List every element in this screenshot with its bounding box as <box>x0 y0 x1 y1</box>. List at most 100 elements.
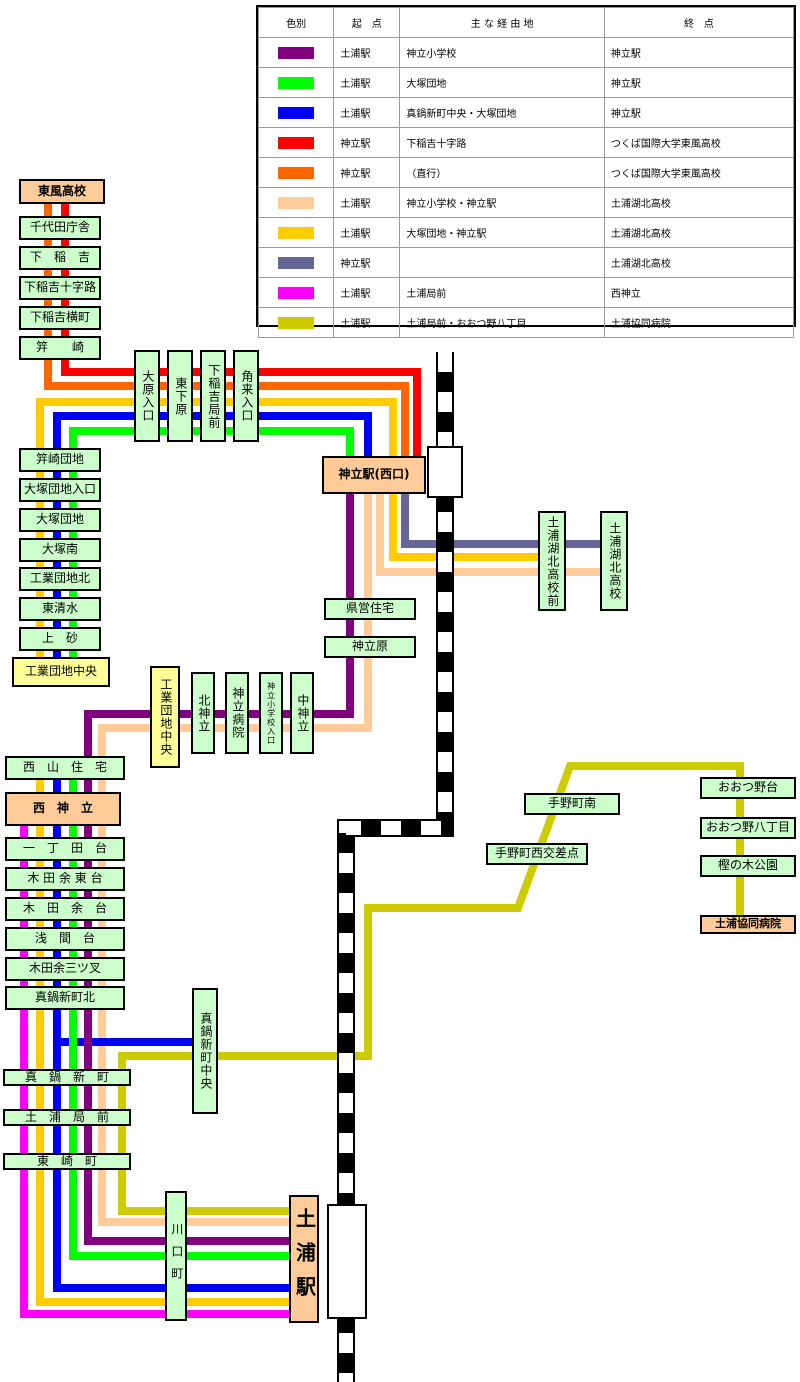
legend-color-swatch <box>278 166 315 179</box>
legend-swatch-cell <box>257 157 335 188</box>
legend-swatch-cell <box>257 127 335 158</box>
legend-origin: 神立駅 <box>333 247 401 278</box>
station-manabe-shinmachi-kita: 真鍋新町北 <box>5 986 125 1010</box>
station-naka-kandatsu: 中神立 <box>290 672 314 754</box>
legend-color-swatch <box>278 76 315 89</box>
legend-color-swatch <box>278 196 315 209</box>
station-koufu-koko: 東風高校 <box>19 179 105 204</box>
legend-via: 土浦局前・おおつ野八丁目 <box>399 307 605 338</box>
legend-via: 神立小学校・神立駅 <box>399 187 605 218</box>
legend-via: 大塚団地・神立駅 <box>399 217 605 248</box>
station-kitaamari-mitsumata: 木田余三ツ叉 <box>5 957 125 981</box>
legend-swatch-cell <box>257 67 335 98</box>
legend-dest: 神立駅 <box>603 67 795 98</box>
legend-row: 土浦駅大塚団地神立駅 <box>257 67 795 98</box>
legend-origin: 土浦駅 <box>333 97 401 128</box>
station-chiyoda-chosha: 千代田庁舎 <box>19 216 101 240</box>
station-sengen-dai: 浅 間 台 <box>5 927 125 951</box>
legend-color-swatch <box>278 226 315 239</box>
route-line-yellow-bottom <box>36 780 289 1306</box>
station-kasazaki: 笄 崎 <box>19 336 101 360</box>
legend-color-swatch <box>278 46 315 59</box>
route-line-yellow-kohoku <box>389 494 538 561</box>
legend-dest: 西神立 <box>603 277 795 308</box>
route-line-olive-end <box>118 1195 289 1215</box>
station-otsuno-dai: おおつ野台 <box>700 777 796 799</box>
station-manabe-shinmachi: 真 鍋 新 町 <box>3 1069 131 1086</box>
station-higashi-shimohara: 東下原 <box>167 350 193 442</box>
legend-origin: 土浦駅 <box>333 67 401 98</box>
legend-color-swatch <box>278 316 315 329</box>
station-shimoinayoshi: 下 稲 吉 <box>19 246 101 270</box>
legend-dest: 神立駅 <box>603 97 795 128</box>
legend-dest: 土浦湖北高校 <box>603 247 795 278</box>
station-higashi-shimizu: 東清水 <box>19 597 101 621</box>
legend-dest: 土浦協同病院 <box>603 307 795 338</box>
station-kogyo-danchi-kita: 工業団地北 <box>19 567 101 591</box>
legend-origin: 土浦駅 <box>333 187 401 218</box>
legend-header-color: 色別 <box>257 7 335 38</box>
legend-dest: 神立駅 <box>603 37 795 68</box>
station-shimoinayoshi-yokomachi: 下稲吉横町 <box>19 306 101 330</box>
station-kohoku-koko: 土浦湖北高校 <box>600 511 628 611</box>
station-kamisuna: 上 砂 <box>19 627 101 651</box>
station-kandatsu-west-exit: 神立駅(西口) <box>322 456 426 494</box>
legend-row: 神立駅 土浦湖北高校 <box>257 247 795 278</box>
station-tsunoki-iriguchi: 角来入口 <box>233 350 259 442</box>
station-nishi-kandatsu: 西 神 立 <box>5 792 121 826</box>
legend-dest: 土浦湖北高校 <box>603 217 795 248</box>
station-kitaamari-dai: 木 田 余 台 <box>5 897 125 921</box>
station-higashizaki-cho: 東 崎 町 <box>3 1153 131 1170</box>
legend-row: 土浦駅大塚団地・神立駅土浦湖北高校 <box>257 217 795 248</box>
station-itchoda-dai: 一 丁 田 台 <box>5 837 125 861</box>
legend-header-dest: 終 点 <box>603 7 795 38</box>
legend-header-origin: 起 点 <box>333 7 401 38</box>
legend-swatch-cell <box>257 37 335 68</box>
kandatsu-station-platform <box>427 446 463 498</box>
legend-row: 土浦駅土浦局前・おおつ野八丁目土浦協同病院 <box>257 307 795 338</box>
legend-origin: 土浦駅 <box>333 307 401 338</box>
station-kasazaki-danchi: 笄崎団地 <box>19 448 101 472</box>
legend-via: 神立小学校 <box>399 37 605 68</box>
station-shimoinayoshi-kyokumae: 下稲吉局前 <box>200 350 226 442</box>
legend-origin: 土浦駅 <box>333 217 401 248</box>
legend-dest: つくば国際大学東風高校 <box>603 127 795 158</box>
legend-row: 土浦駅真鍋新町中央・大塚団地神立駅 <box>257 97 795 128</box>
legend-swatch-cell <box>257 217 335 248</box>
station-kogyo-danchi-chuo: 工業団地中央 <box>12 657 110 687</box>
legend-via: （直行） <box>399 157 605 188</box>
legend-swatch-cell <box>257 307 335 338</box>
legend-row: 神立駅下稲吉十字路つくば国際大学東風高校 <box>257 127 795 158</box>
legend-origin: 神立駅 <box>333 157 401 188</box>
legend-via <box>399 247 605 278</box>
station-otsuka-danchi: 大塚団地 <box>19 508 101 532</box>
legend-row: 土浦駅神立小学校・神立駅土浦湖北高校 <box>257 187 795 218</box>
route-line-green-top <box>69 427 354 687</box>
legend-table: 色別 起 点 主 な 経 由 地 終 点 土浦駅神立小学校神立駅土浦駅大塚団地神… <box>256 5 796 338</box>
legend-origin: 神立駅 <box>333 127 401 158</box>
station-kohoku-koko-mae: 土浦湖北高校前 <box>538 511 566 611</box>
station-manabe-shinmachi-chuo: 真鍋新町中央 <box>192 988 218 1114</box>
station-tsuchiura-eki: 土浦駅 <box>289 1195 319 1323</box>
legend-via: 真鍋新町中央・大塚団地 <box>399 97 605 128</box>
legend-row: 神立駅（直行）つくば国際大学東風高校 <box>257 157 795 188</box>
legend-color-swatch <box>278 136 315 149</box>
legend-row: 土浦駅神立小学校神立駅 <box>257 37 795 68</box>
station-kita-kandatsu: 北神立 <box>191 672 215 754</box>
station-teno-cho-minami: 手野町南 <box>524 793 620 815</box>
legend-via: 大塚団地 <box>399 67 605 98</box>
legend-origin: 土浦駅 <box>333 37 401 68</box>
station-kashinoki-koen: 樫の木公園 <box>700 855 796 877</box>
legend-color-swatch <box>278 256 315 269</box>
station-nishiyama-jutaku: 西 山 住 宅 <box>5 756 125 780</box>
legend-via: 下稲吉十字路 <box>399 127 605 158</box>
legend-row: 土浦駅土浦局前西神立 <box>257 277 795 308</box>
legend-dest: 土浦湖北高校 <box>603 187 795 218</box>
tsuchiura-station-platform <box>327 1204 367 1319</box>
legend-swatch-cell <box>257 247 335 278</box>
legend-swatch-cell <box>257 187 335 218</box>
station-tsuchiura-kyokumae: 土 浦 局 前 <box>3 1109 131 1126</box>
station-kenei-jutaku: 県営住宅 <box>324 598 416 620</box>
legend-header-via: 主 な 経 由 地 <box>399 7 605 38</box>
legend-color-swatch <box>278 106 315 119</box>
